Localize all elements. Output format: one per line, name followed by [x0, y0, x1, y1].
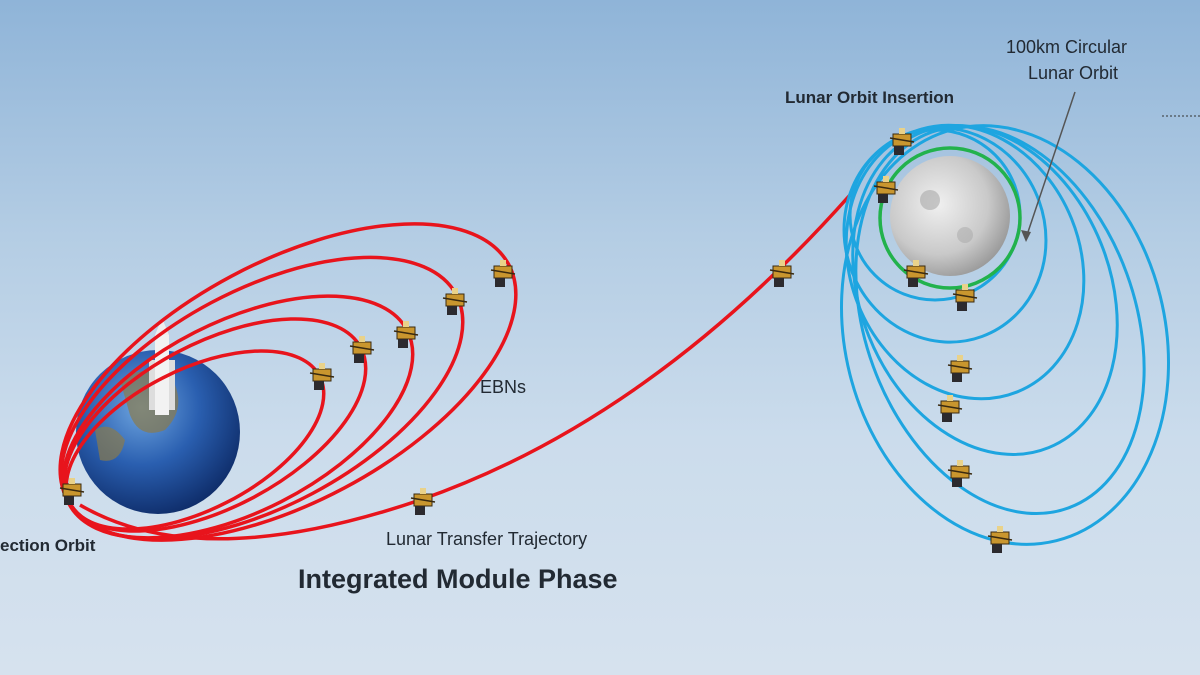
final-circular-orbit: [878, 146, 1022, 290]
pointer-arrowhead: [1021, 230, 1031, 242]
lunar-orbit-4: [851, 124, 1119, 456]
pointer-line: [1025, 91, 1076, 239]
lunar-orbit-6: [840, 124, 1170, 546]
circular-orbit-label-line1: 100km Circular: [1006, 37, 1128, 57]
injection-orbit-label: ection Orbit: [0, 536, 96, 555]
ebns-label: EBNs: [480, 377, 527, 397]
circular-orbit-label-line2: Lunar Orbit: [1028, 63, 1119, 83]
lunar-transfer-trajectory: [79, 193, 852, 541]
lunar-transfer-label: Lunar Transfer Trajectory: [386, 529, 588, 549]
lunar-orbit-5: [854, 124, 1146, 516]
moon-crater: [957, 227, 973, 243]
moon: [890, 156, 1010, 276]
moon-crater: [920, 190, 940, 210]
diagram-title: Integrated Module Phase: [298, 564, 618, 594]
lunar-orbit-insertion-label: Lunar Orbit Insertion: [785, 88, 955, 107]
lunar-orbits: [840, 123, 1170, 546]
